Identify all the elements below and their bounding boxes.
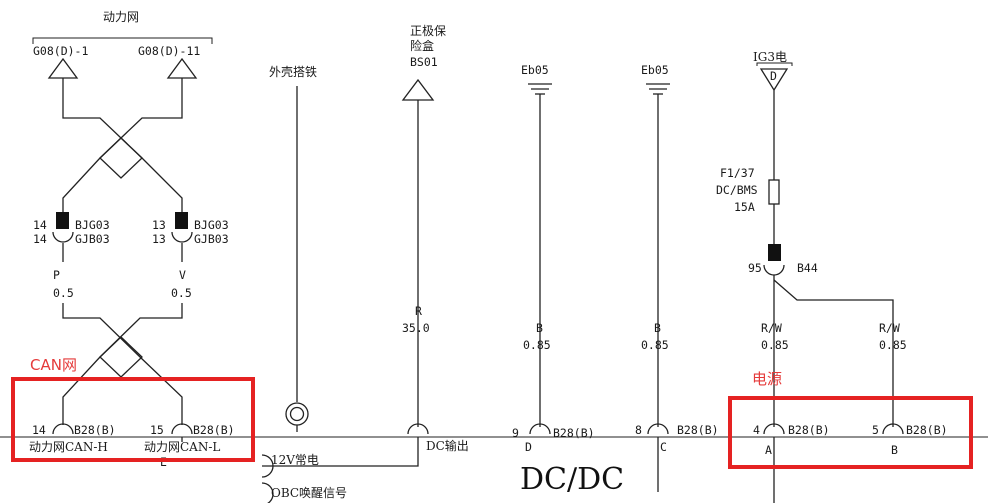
b28-pin5-cup (882, 423, 904, 435)
fuse-name: DC/BMS (716, 183, 758, 197)
can-l-label: 动力网CAN-L (144, 440, 220, 454)
gjb03-right-label: GJB03 (194, 232, 229, 246)
obc-wake-cup (261, 482, 274, 503)
can-network-highlight-box (11, 377, 255, 462)
b44-connector-cup (763, 264, 785, 276)
connector-cup-right (171, 231, 193, 243)
pin-14-bottom: 14 (33, 232, 47, 246)
connector-block-left (56, 212, 69, 229)
power-net-label: 动力网 (103, 10, 139, 24)
dcdc-title: DC/DC (520, 462, 624, 497)
obc-wake-label: OBC唤醒信号 (271, 486, 347, 500)
b28-pin9-cup (529, 423, 551, 435)
power-net-bracket (32, 37, 213, 44)
wire-rw2-color: R/W (879, 321, 900, 335)
pin-13-bottom: 13 (152, 232, 166, 246)
wire-r-size: 35.0 (402, 321, 430, 335)
power-highlight-label: 电源 (752, 370, 782, 388)
can-h-label: 动力网CAN-H (29, 440, 108, 454)
b28-pin14-label: B28(B) (74, 423, 116, 437)
bjg03-right-label: BJG03 (194, 218, 229, 232)
b28-pin4-cup (763, 423, 785, 435)
ground-ring-inner (289, 406, 305, 422)
wire-p-color: P (53, 268, 60, 282)
b28-pin5-label: B28(B) (906, 423, 948, 437)
wire-rw1-color: R/W (761, 321, 782, 335)
wire-b2-color: B (654, 321, 661, 335)
wire-p-size: 0.5 (53, 286, 74, 300)
wire-b1-size: 0.85 (523, 338, 551, 352)
wire-rw-branch (773, 279, 894, 427)
wire-can-cross-b (62, 303, 183, 425)
gjb03-left-label: GJB03 (75, 232, 110, 246)
g08-d-1-label: G08(D)-1 (33, 44, 88, 58)
power-highlight-box (728, 396, 973, 469)
b28-pin8-num: 8 (635, 423, 642, 437)
dc-out-label: DC输出 (426, 438, 469, 453)
g08-1-terminal-triangle (47, 57, 79, 79)
b28-pin14-cup (52, 423, 74, 435)
connector-cup-left (52, 231, 74, 243)
b28-pin8-cup (647, 423, 669, 435)
wire-b2-size: 0.85 (641, 338, 669, 352)
pin-14-top: 14 (33, 218, 47, 232)
b28-pin9-num: 9 (512, 426, 519, 440)
connector-block-right (175, 212, 188, 229)
bjg03-left-label: BJG03 (75, 218, 110, 232)
wire-rw2-size: 0.85 (879, 338, 907, 352)
b28-pin15-num: 15 (150, 423, 164, 437)
b44-pin: 95 (748, 261, 762, 275)
pos-box-line1: 正极保 (410, 24, 446, 38)
can-crossover-diamond (99, 336, 143, 378)
b44-connector-block (768, 244, 781, 261)
can-network-highlight-label: CAN网 (30, 356, 77, 374)
pin-d-label: D (525, 440, 532, 454)
dc-out-cup (407, 423, 429, 435)
ig3-terminal-triangle (759, 68, 789, 92)
b28-pin15-label: B28(B) (193, 423, 235, 437)
wire-cross-b (62, 78, 183, 212)
wire-v-color: V (179, 268, 186, 282)
pin-a-label: A (765, 443, 772, 457)
eb05-right-label: Eb05 (641, 63, 669, 77)
ig3-label: IG3电 (753, 50, 787, 64)
fuse-rating: 15A (734, 200, 755, 214)
wire-b1-color: B (536, 321, 543, 335)
ig3-pin-d: D (770, 69, 777, 83)
housing-ground-label: 外壳搭铁 (269, 65, 317, 79)
wire-rw1-size: 0.85 (761, 338, 789, 352)
wire-r-color: R (415, 304, 422, 318)
pos-box-line2: 险盒 (410, 38, 434, 53)
b28-pin4-label: B28(B) (788, 423, 830, 437)
b28-pin9-label: B28(B) (553, 426, 595, 440)
b28-pin15-cup (171, 423, 193, 435)
eb05-left-label: Eb05 (521, 63, 549, 77)
b28-pin5-num: 5 (872, 423, 879, 437)
pos-box-id: BS01 (410, 55, 438, 69)
crossover-diamond (99, 137, 143, 179)
b44-label: B44 (797, 261, 818, 275)
fuse-symbol (768, 179, 780, 205)
g08-11-terminal-triangle (166, 57, 198, 79)
wire-cross-a (62, 78, 183, 212)
pin-b-label: B (891, 443, 898, 457)
b28-pin8-label: B28(B) (677, 423, 719, 437)
ig3-bracket (756, 62, 793, 66)
g08-d-11-label: G08(D)-11 (138, 44, 200, 58)
twelve-v-label: 12V常电 (271, 453, 319, 467)
pin-c-label: C (660, 440, 667, 454)
fuse-id: F1/37 (720, 166, 755, 180)
ground-ring-outer (285, 402, 309, 426)
twelve-v-cup (261, 454, 274, 478)
pin-13-top: 13 (152, 218, 166, 232)
twelve-v-wire (262, 437, 419, 467)
b28-pin14-num: 14 (32, 423, 46, 437)
bs01-terminal-triangle (401, 78, 435, 101)
wire-v-size: 0.5 (171, 286, 192, 300)
wire-can-cross-a (62, 303, 183, 425)
b28-pin4-num: 4 (753, 423, 760, 437)
